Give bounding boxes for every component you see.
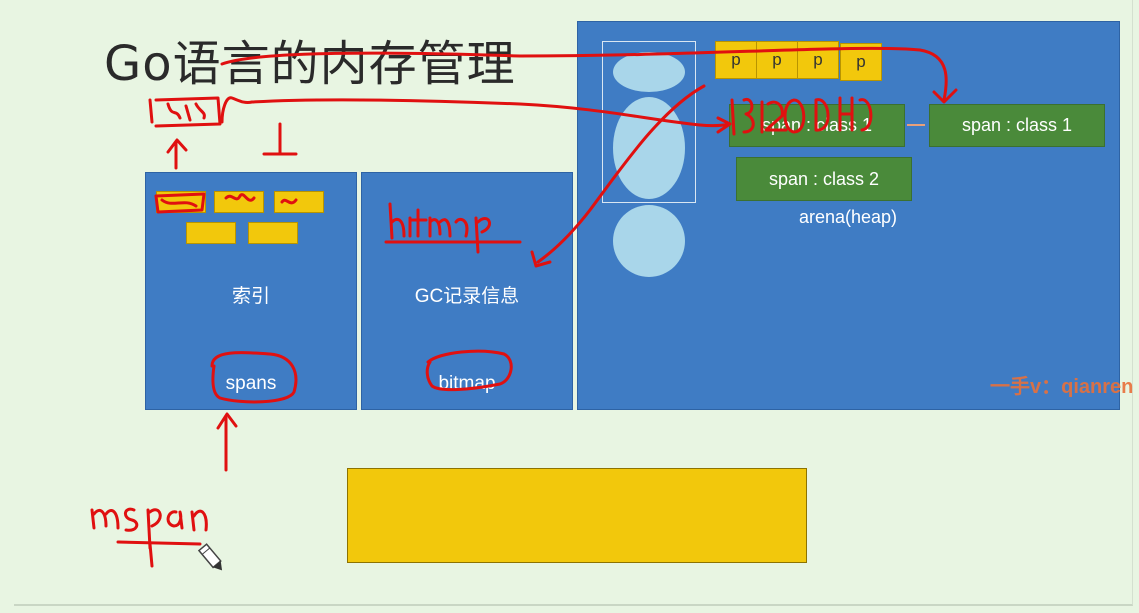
memory-oval xyxy=(613,97,685,199)
arena-box: p p p p span : class 1 span : class 1 sp… xyxy=(577,21,1120,410)
p-cell: p xyxy=(715,41,757,79)
bitmap-label: bitmap xyxy=(438,373,496,394)
index-slot xyxy=(186,222,236,244)
index-box: 索引 spans xyxy=(145,172,357,410)
index-slot xyxy=(214,191,264,213)
index-slot xyxy=(248,222,298,244)
gc-info-label: GC记录信息 xyxy=(414,286,520,307)
index-slot xyxy=(156,191,206,213)
span-class1-box: span : class 1 xyxy=(729,104,905,147)
span-link-arrow xyxy=(907,124,925,126)
index-slot xyxy=(274,191,324,213)
memory-oval xyxy=(613,205,685,277)
p-cell: p xyxy=(840,43,882,81)
yellow-block xyxy=(347,468,807,563)
slide-frame xyxy=(14,0,1133,606)
slide-title: Go语言的内存管理 xyxy=(104,36,516,92)
memory-oval xyxy=(613,52,685,92)
span-class1-box: span : class 1 xyxy=(929,104,1105,147)
span-class2-box: span : class 2 xyxy=(736,157,912,201)
index-label: 索引 xyxy=(231,286,270,307)
p-cell: p xyxy=(756,41,798,79)
arena-label: arena(heap) xyxy=(798,207,898,227)
watermark: 一手v：qianren xyxy=(990,376,1134,398)
bitmap-box: GC记录信息 bitmap xyxy=(361,172,573,410)
p-cell: p xyxy=(797,41,839,79)
spans-label: spans xyxy=(225,373,277,394)
